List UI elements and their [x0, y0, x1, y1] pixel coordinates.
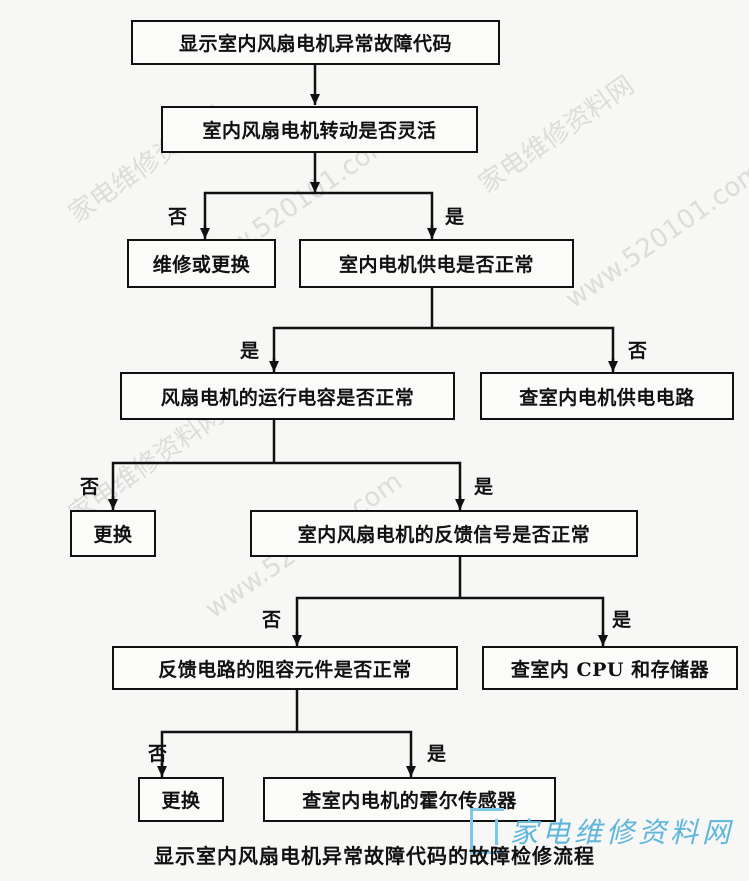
node-power-check: 室内电机供电是否正常 — [299, 239, 574, 288]
logo-text: 家电维修资料网 — [510, 816, 735, 849]
label-yes: 是 — [612, 609, 632, 631]
branch-n5 — [111, 461, 462, 508]
label-no: 否 — [148, 743, 168, 765]
logo-icon — [470, 808, 504, 854]
node-capacitor-check: 风扇电机的运行电容是否正常 — [120, 372, 455, 420]
node-feedback-signal-check: 室内风扇电机的反馈信号是否正常 — [250, 510, 638, 557]
node-check-power-circuit: 查室内电机供电电路 — [480, 372, 734, 420]
node-rotation-check: 室内风扇电机转动是否灵活 — [161, 106, 478, 153]
branch-n9 — [160, 730, 413, 775]
node-rc-component-check: 反馈电路的阻容元件是否正常 — [112, 646, 458, 690]
node-show-fault-code: 显示室内风扇电机异常故障代码 — [131, 20, 500, 65]
branch-n2 — [203, 191, 434, 237]
label-yes: 是 — [427, 743, 447, 765]
label-no: 否 — [262, 609, 282, 631]
label-yes: 是 — [474, 476, 494, 498]
node-check-hall-sensor: 查室内电机的霍尔传感器 — [263, 777, 556, 822]
label-no: 否 — [168, 206, 188, 228]
label-yes: 是 — [240, 340, 260, 362]
branch-n4 — [272, 326, 615, 370]
figure-caption: 显示室内风扇电机异常故障代码的故障检修流程 — [154, 844, 595, 868]
node-replace-2: 更换 — [138, 777, 224, 822]
label-no: 否 — [80, 476, 100, 498]
node-check-cpu-memory: 查室内 CPU 和存储器 — [482, 646, 738, 690]
node-replace-1: 更换 — [70, 510, 156, 557]
label-no: 否 — [628, 340, 648, 362]
label-yes: 是 — [445, 206, 465, 228]
site-logo: 家电维修资料网 — [470, 808, 734, 854]
branch-n8 — [295, 596, 605, 644]
node-repair-replace: 维修或更换 — [127, 239, 276, 288]
